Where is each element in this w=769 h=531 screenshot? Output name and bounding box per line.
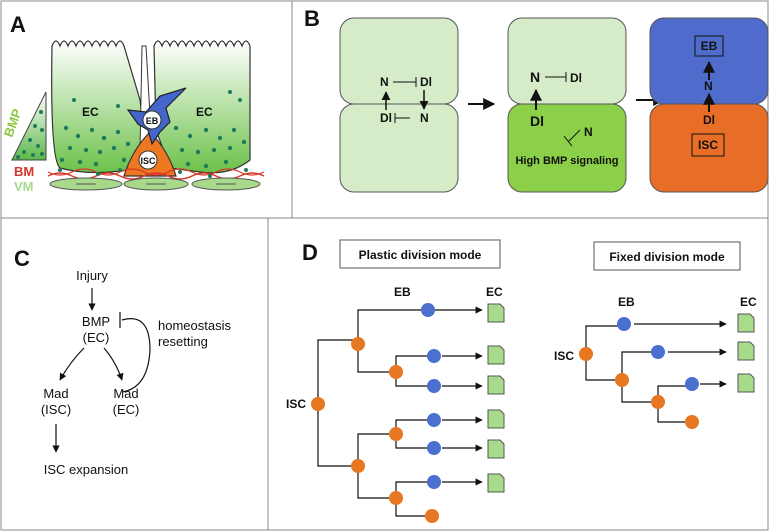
panel-letter-c: C <box>14 246 30 271</box>
fixed-tree-lines <box>585 325 690 423</box>
stage2-dl-top: Dl <box>570 71 582 85</box>
plastic-ec-cells <box>487 303 505 493</box>
triangle-dots <box>16 110 44 159</box>
vm-label: VM <box>14 179 34 194</box>
fixed-isc-label: ISC <box>554 349 574 363</box>
eb-nucleus <box>142 110 162 130</box>
panel-letter-d: D <box>302 240 318 265</box>
isc-label: ISC <box>140 156 156 166</box>
fixed-ec-label: EC <box>740 295 757 309</box>
panel-b: B N Dl Dl N N Dl Dl N High BMP signaling <box>304 6 769 193</box>
fixed-eb-label: EB <box>618 295 635 309</box>
ec-cell-left <box>51 40 149 174</box>
isc-final-label: ISC <box>698 138 718 152</box>
panel-letter-a: A <box>10 12 26 37</box>
resetting-label: resetting <box>158 334 208 349</box>
fixed-title-box <box>593 241 741 271</box>
bmp-gradient-label: BMP <box>1 106 25 139</box>
flow-arrow <box>59 347 85 381</box>
eb-final-label: EB <box>701 39 718 53</box>
stage3-dl: Dl <box>703 113 715 127</box>
plastic-title-box <box>339 239 501 269</box>
panel-c: C Injury BMP (EC) homeostasis resetting … <box>14 246 231 477</box>
high-bmp-label: High BMP signaling <box>515 155 618 167</box>
basement-membrane <box>47 168 265 176</box>
inhibit-bar <box>563 135 573 147</box>
cell-bottom-1 <box>339 103 459 193</box>
isc-label-box <box>691 133 725 157</box>
fixed-ec-cells <box>737 313 755 393</box>
cell-top-2 <box>507 17 627 105</box>
eb-label-box <box>694 35 724 57</box>
ec-dots <box>59 90 247 169</box>
plastic-isc-label: ISC <box>286 397 306 411</box>
stage2-n-bottom: N <box>584 125 593 139</box>
plastic-isc-nodes <box>311 337 439 523</box>
bmp-sub-label: (EC) <box>83 330 110 345</box>
cell-top-1 <box>339 17 459 105</box>
eb-label: EB <box>146 116 159 126</box>
stage1-n-top: N <box>380 75 389 89</box>
panel-a: A BMP BM VM EC EC <box>1 12 265 194</box>
mad-isc-sub: (ISC) <box>41 402 71 417</box>
isc-nucleus <box>138 150 158 170</box>
stage3-n: N <box>704 79 713 93</box>
bmp-label: BMP <box>82 314 110 329</box>
plastic-differentiation-arrows <box>434 306 483 486</box>
inhibit-line <box>567 129 581 143</box>
plastic-ec-label: EC <box>486 285 503 299</box>
ec-left-label: EC <box>82 105 99 119</box>
ec-cell-right <box>153 40 251 174</box>
ec-right-label: EC <box>196 105 213 119</box>
bmp-gradient-triangle <box>11 91 47 161</box>
stage2-n: N <box>530 69 540 85</box>
fixed-eb-nodes <box>617 317 699 391</box>
fixed-isc-nodes <box>579 347 699 429</box>
mad-ec-label: Mad <box>113 386 138 401</box>
fixed-title: Fixed division mode <box>609 250 725 264</box>
bm-label: BM <box>14 164 34 179</box>
isc-expansion-label: ISC expansion <box>44 462 129 477</box>
homeostasis-label: homeostasis <box>158 318 231 333</box>
mad-ec-sub: (EC) <box>113 402 140 417</box>
panel-letter-b: B <box>304 6 320 31</box>
plastic-tree-lines <box>317 309 432 517</box>
panel-d: D Plastic division mode Fixed division m… <box>286 239 757 523</box>
plastic-eb-label: EB <box>394 285 411 299</box>
plastic-title: Plastic division mode <box>359 248 482 262</box>
cell-bottom-2-bmp <box>507 103 627 193</box>
injury-label: Injury <box>76 268 108 283</box>
stage1-dl-bottom: Dl <box>380 111 392 125</box>
stage1-dl-top: Dl <box>420 75 432 89</box>
visceral-muscle <box>49 177 261 191</box>
plastic-eb-nodes <box>421 303 441 489</box>
stage2-dl-bottom: Dl <box>530 113 544 129</box>
stage1-n-bottom: N <box>420 111 429 125</box>
feedback-loop <box>121 318 151 393</box>
flow-arrow <box>103 347 124 381</box>
mad-isc-label: Mad <box>43 386 68 401</box>
bm-dots <box>58 168 248 178</box>
fixed-differentiation-arrows <box>634 320 727 388</box>
